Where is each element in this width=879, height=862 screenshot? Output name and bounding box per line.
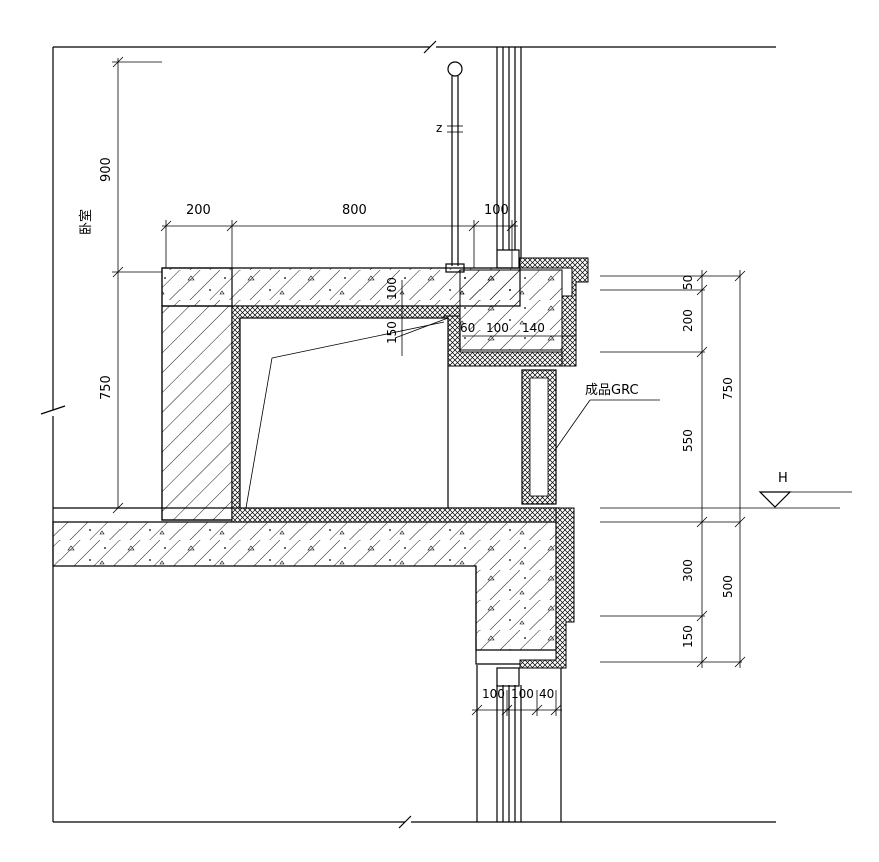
window-frame-top bbox=[496, 47, 522, 269]
bottom-dimensions bbox=[471, 690, 562, 716]
dim-550-right: 550 bbox=[681, 429, 695, 452]
dim-100-bottom-b: 100 bbox=[511, 687, 534, 701]
dim-800-top: 800 bbox=[342, 203, 367, 218]
dim-100-inner-vertical: 100 bbox=[385, 277, 399, 300]
dim-60-inner: 60 bbox=[460, 321, 475, 335]
dim-150-right: 150 bbox=[681, 625, 695, 648]
dim-300-right: 300 bbox=[681, 559, 695, 582]
insulation-lining bbox=[231, 257, 589, 669]
grc-panel bbox=[521, 369, 660, 505]
left-dimensions bbox=[112, 56, 162, 514]
right-dimensions bbox=[600, 270, 840, 668]
dim-750-left: 750 bbox=[99, 375, 114, 400]
inner-dimensions bbox=[396, 280, 575, 356]
wall-parapet bbox=[161, 267, 521, 521]
grc-label: 成品GRC bbox=[585, 383, 639, 398]
dim-200-top: 200 bbox=[186, 203, 211, 218]
dim-140-inner: 140 bbox=[522, 321, 545, 335]
dim-200-right: 200 bbox=[681, 309, 695, 332]
dim-100-inner: 100 bbox=[486, 321, 509, 335]
inner-void bbox=[239, 317, 449, 509]
dim-40-bottom: 40 bbox=[539, 687, 554, 701]
svg-text:z: z bbox=[436, 121, 442, 135]
window-frame-bottom bbox=[476, 665, 562, 822]
top-dimensions bbox=[160, 220, 518, 268]
level-label: H bbox=[778, 471, 788, 486]
frame-lines bbox=[40, 40, 776, 829]
level-marker bbox=[758, 491, 852, 508]
dim-900: 900 bbox=[99, 157, 114, 182]
railing: z bbox=[436, 61, 465, 273]
dim-750-right: 750 bbox=[721, 377, 735, 400]
dim-100-bottom-a: 100 bbox=[482, 687, 505, 701]
dim-100-top: 100 bbox=[484, 203, 509, 218]
dim-150-inner-vertical: 150 bbox=[385, 321, 399, 344]
dim-500-right: 500 bbox=[721, 575, 735, 598]
room-label: 卧室 bbox=[78, 209, 94, 235]
corbel-upper bbox=[459, 269, 563, 352]
floor-slab bbox=[52, 507, 560, 665]
dim-50-right: 50 bbox=[681, 275, 695, 290]
